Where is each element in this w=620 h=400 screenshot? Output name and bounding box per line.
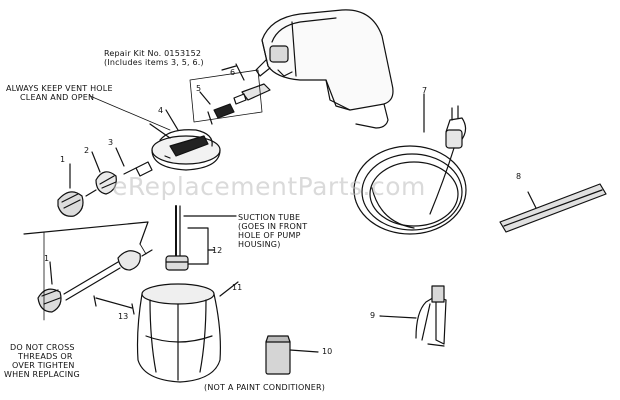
suction-tube-line2: (GOES IN FRONT bbox=[238, 222, 308, 231]
gun-clip bbox=[379, 285, 447, 347]
pump-housing bbox=[149, 109, 221, 171]
part-number-1-upper: 1 bbox=[60, 155, 66, 164]
part-number-7: 7 bbox=[422, 86, 428, 95]
cross-thread-warning-line2: THREADS OR bbox=[18, 352, 73, 361]
leader-lines bbox=[43, 95, 171, 321]
part-number-6: 6 bbox=[230, 68, 236, 77]
vent-warning-line2: CLEAN AND OPEN bbox=[20, 93, 95, 102]
repair-kit-label: Repair Kit No. 0153152 bbox=[104, 49, 202, 58]
suction-tube bbox=[165, 205, 237, 271]
not-paint-conditioner-note: (NOT A PAINT CONDITIONER) bbox=[204, 383, 326, 392]
part-number-11: 11 bbox=[232, 283, 243, 292]
part-number-4: 4 bbox=[158, 106, 164, 115]
suction-tube-line3: HOLE OF PUMP bbox=[238, 231, 301, 240]
conditioner-container bbox=[265, 335, 319, 375]
filter-strip bbox=[499, 183, 607, 233]
part-number-10: 10 bbox=[322, 347, 333, 356]
part-number-2: 2 bbox=[84, 146, 90, 155]
repair-kit-parts bbox=[189, 63, 271, 125]
nozzle-assembly-upper bbox=[57, 147, 153, 217]
part-number-1-lower: 1 bbox=[44, 254, 50, 263]
cross-thread-warning-line3: OVER TIGHTEN bbox=[12, 361, 75, 370]
part-number-5: 5 bbox=[196, 84, 202, 93]
spray-gun-body bbox=[255, 9, 394, 129]
part-number-8: 8 bbox=[516, 172, 522, 181]
repair-kit-includes: (Includes items 3, 5, 6.) bbox=[104, 58, 204, 67]
cross-thread-warning-line4: WHEN REPLACING bbox=[4, 370, 80, 379]
suction-tube-line1: SUCTION TUBE bbox=[238, 213, 301, 222]
watermark-text: eReplacementParts.com bbox=[112, 172, 426, 201]
suction-tube-line4: HOUSING) bbox=[238, 240, 281, 249]
part-number-12: 12 bbox=[212, 246, 223, 255]
paint-container bbox=[136, 281, 239, 383]
vent-warning-line1: ALWAYS KEEP VENT HOLE bbox=[6, 84, 113, 93]
extension-tube-assembly bbox=[23, 221, 153, 315]
part-number-9: 9 bbox=[370, 311, 376, 320]
power-cord bbox=[353, 93, 467, 235]
part-number-13: 13 bbox=[118, 312, 129, 321]
cross-thread-warning-line1: DO NOT CROSS bbox=[10, 343, 75, 352]
part-number-3: 3 bbox=[108, 138, 114, 147]
